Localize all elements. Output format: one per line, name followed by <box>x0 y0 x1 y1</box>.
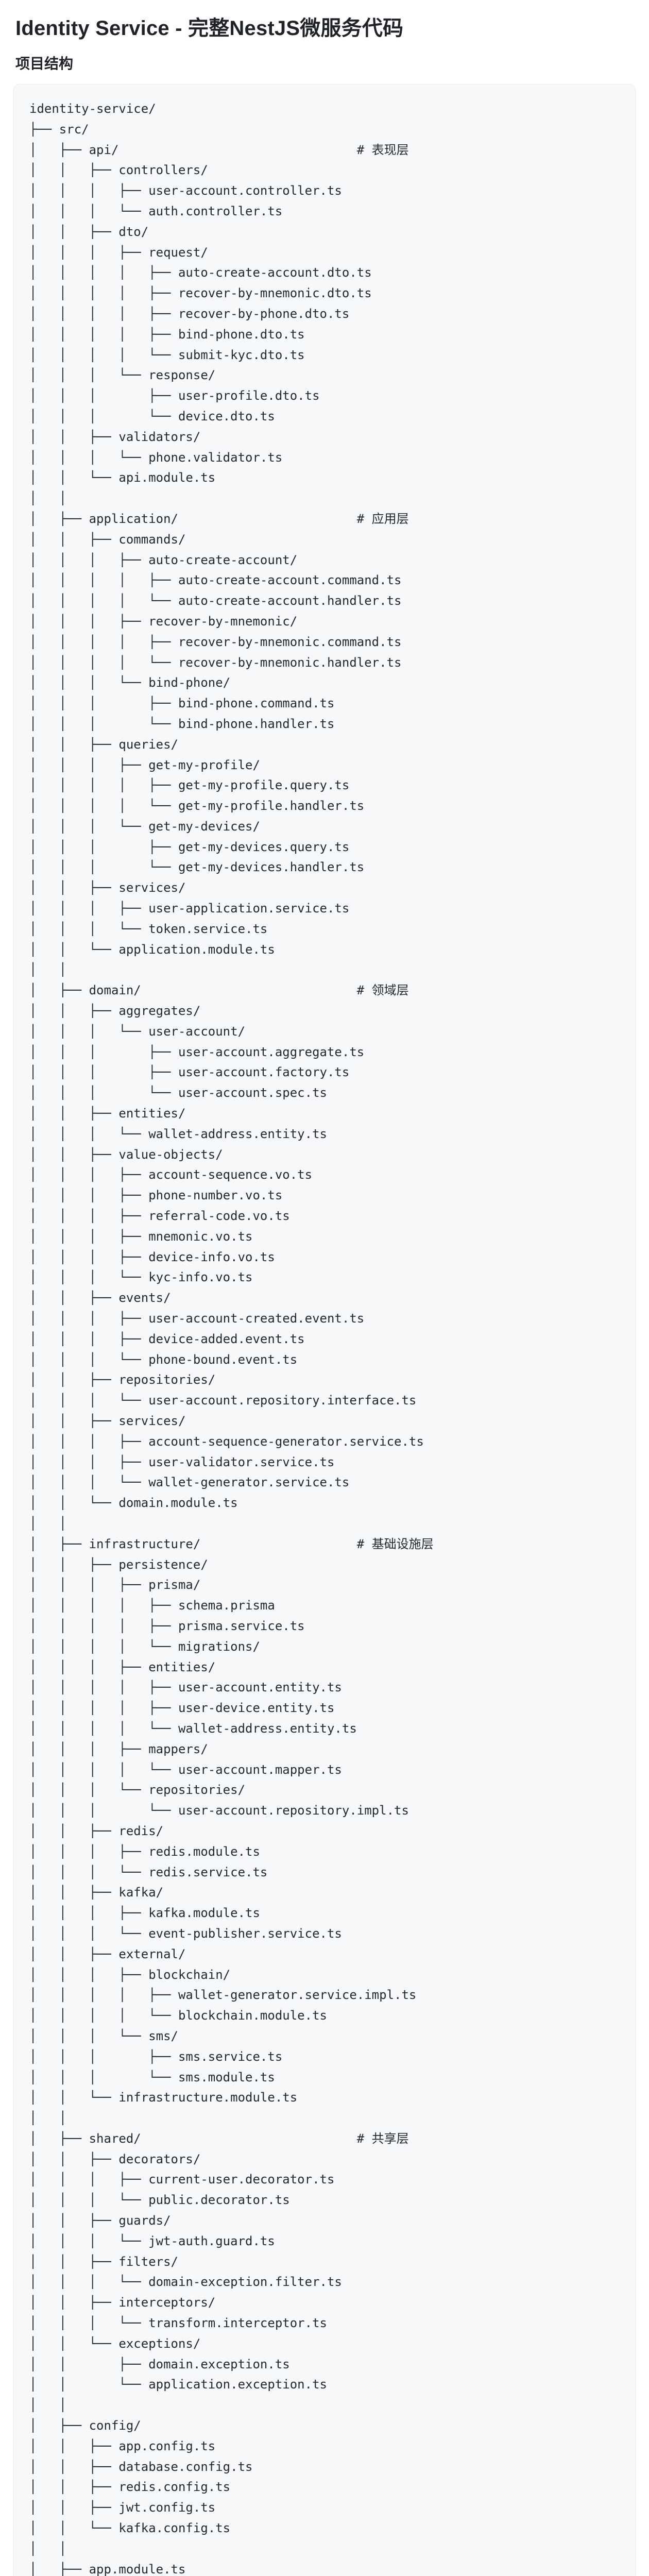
section-heading-project-structure: 项目结构 <box>15 56 74 72</box>
file-tree: identity-service/ ├── src/ │ ├── api/ # … <box>29 101 434 2576</box>
page-title: Identity Service - 完整NestJS微服务代码 <box>15 17 404 40</box>
project-structure-code-block: identity-service/ ├── src/ │ ├── api/ # … <box>13 84 636 2576</box>
